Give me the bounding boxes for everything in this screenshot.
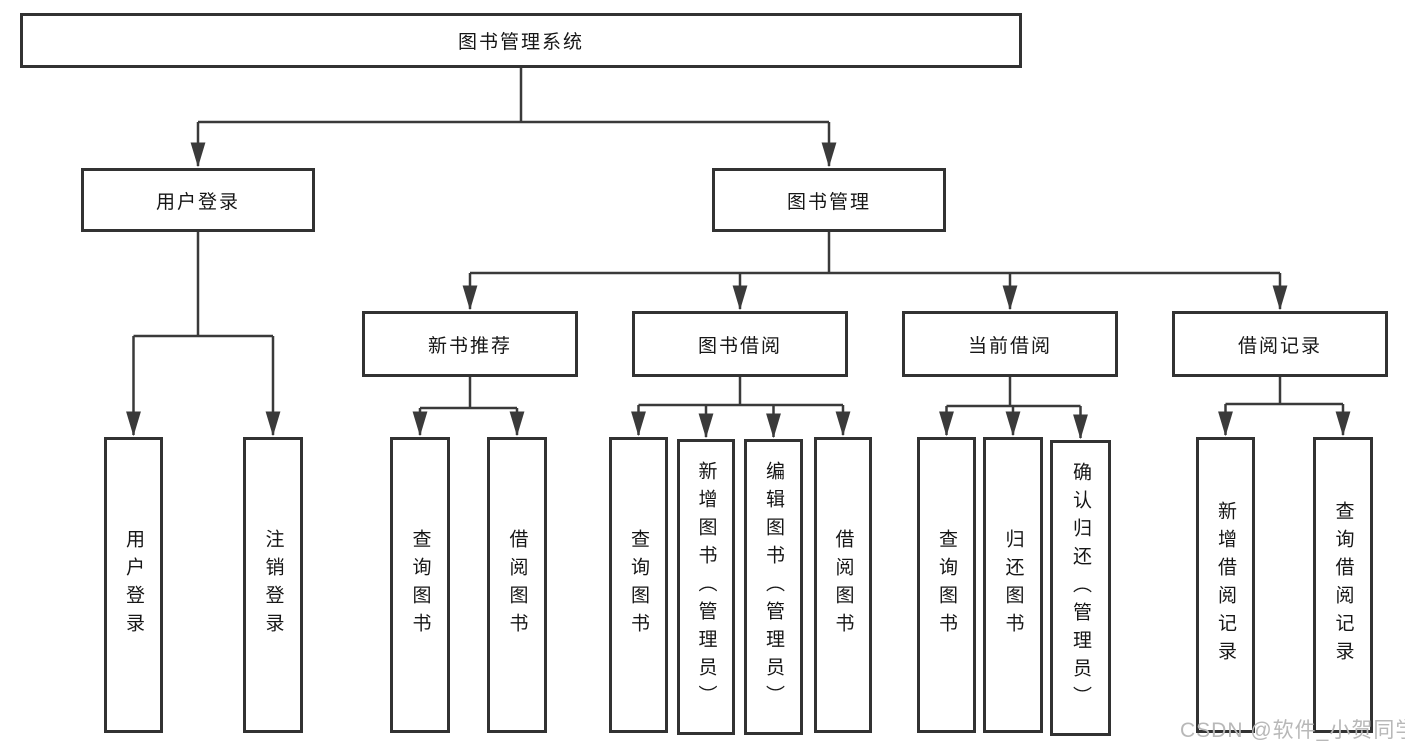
leaf-borrow-books-recommend: 借阅图书 bbox=[487, 437, 547, 733]
watermark-csdn: CSDN @软件_小贺同学 bbox=[1180, 719, 1405, 742]
leaf-add-book-admin: 新增图书（管理员） bbox=[677, 439, 735, 735]
leaf-logout: 注销登录 bbox=[243, 437, 303, 733]
leaf-query-books-current: 查询图书 bbox=[917, 437, 976, 733]
node-user-login: 用户登录 bbox=[81, 168, 315, 232]
leaf-return-book: 归还图书 bbox=[983, 437, 1043, 733]
leaf-query-books-recommend: 查询图书 bbox=[390, 437, 450, 733]
node-new-book-recommend: 新书推荐 bbox=[362, 311, 578, 377]
node-borrowing-records: 借阅记录 bbox=[1172, 311, 1388, 377]
node-book-borrowing: 图书借阅 bbox=[632, 311, 848, 377]
node-current-borrowing: 当前借阅 bbox=[902, 311, 1118, 377]
leaf-add-borrow-record: 新增借阅记录 bbox=[1196, 437, 1255, 733]
node-root-library-management-system: 图书管理系统 bbox=[20, 13, 1022, 68]
leaf-query-borrow-record: 查询借阅记录 bbox=[1313, 437, 1373, 733]
leaf-borrow-books-borrowing: 借阅图书 bbox=[814, 437, 872, 733]
leaf-confirm-return-admin: 确认归还（管理员） bbox=[1050, 440, 1111, 736]
leaf-user-login: 用户登录 bbox=[104, 437, 163, 733]
node-book-management: 图书管理 bbox=[712, 168, 946, 232]
leaf-query-books-borrowing: 查询图书 bbox=[609, 437, 668, 733]
leaf-edit-book-admin: 编辑图书（管理员） bbox=[744, 439, 803, 735]
